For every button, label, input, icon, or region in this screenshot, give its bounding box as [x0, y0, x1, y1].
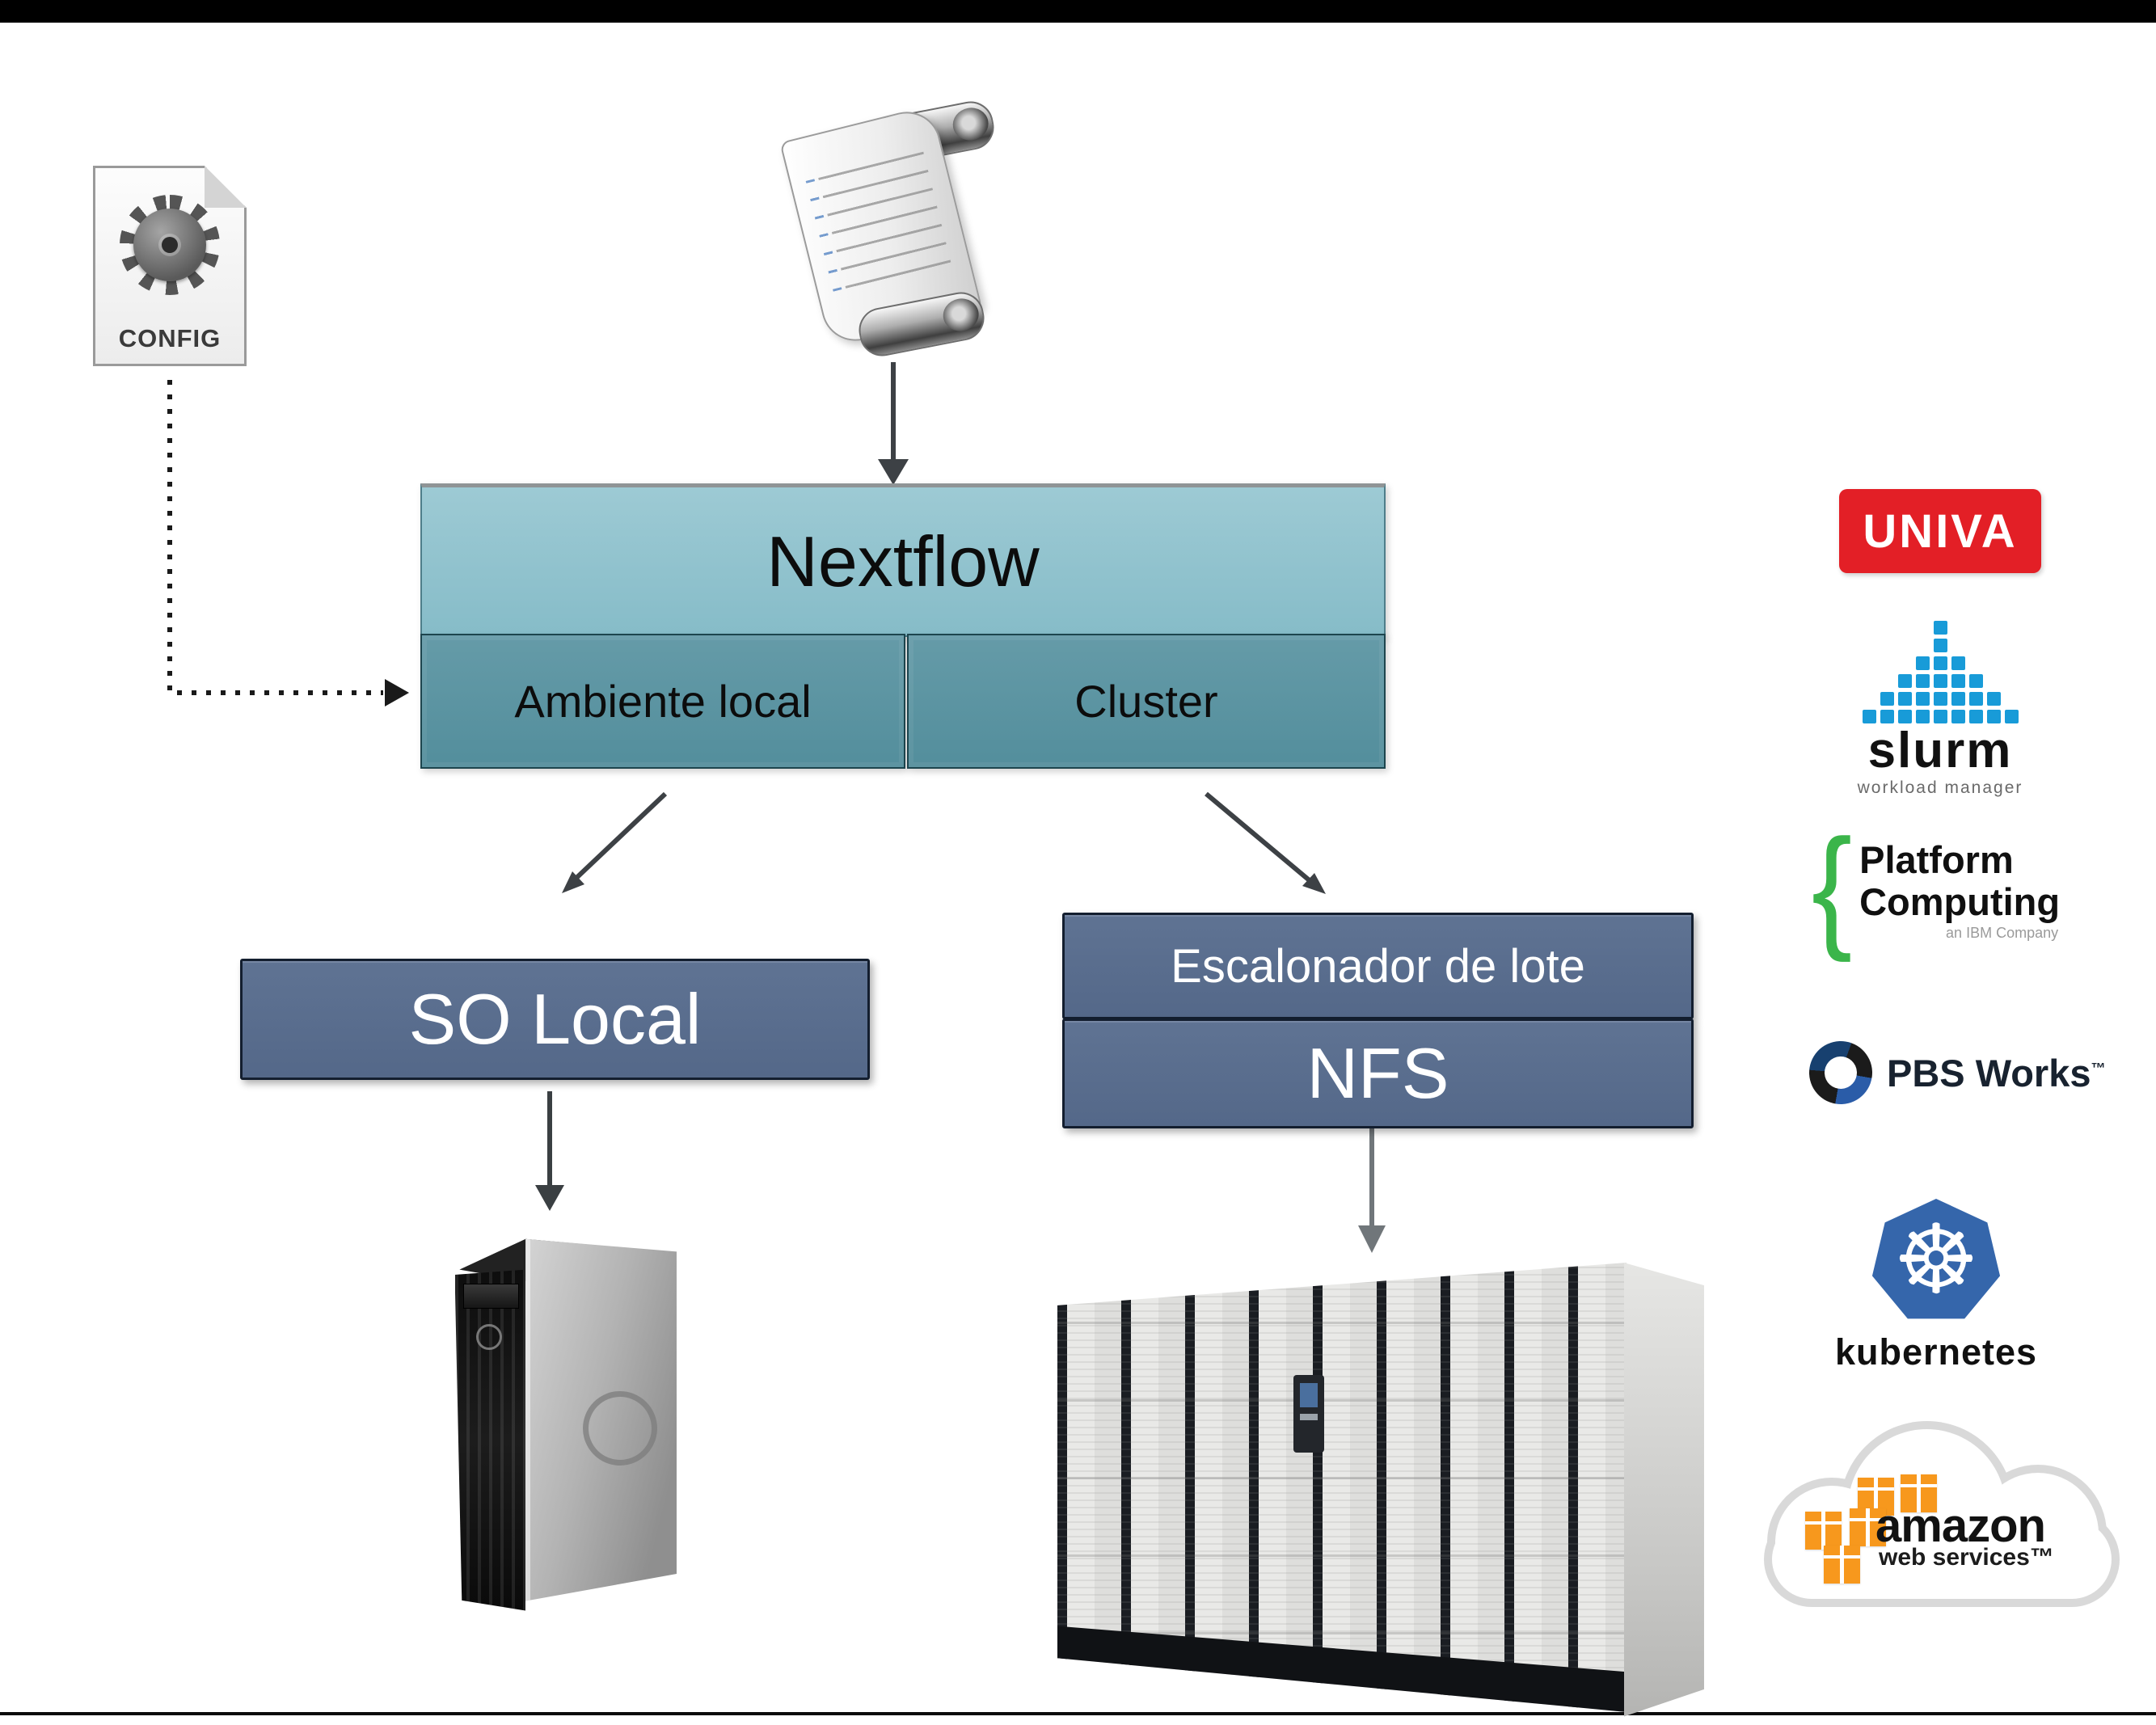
nextflow-box: Nextflow [420, 483, 1386, 637]
ambiente-local-box: Ambiente local [420, 634, 905, 769]
slurm-block-column [1933, 621, 1947, 723]
slurm-block [1897, 710, 1912, 723]
slurm-block [1951, 656, 1965, 670]
escalonador-box: Escalonador de lote [1062, 913, 1694, 1019]
aws-box-icon [1805, 1512, 1842, 1550]
kubernetes-heptagon-icon: ☸ [1871, 1199, 2001, 1319]
platform-tagline: an IBM Company [1946, 925, 2059, 941]
slurm-block [1933, 692, 1947, 706]
server-rack-image [1057, 1263, 1704, 1717]
aws-box-icon [1850, 1508, 1886, 1546]
slurm-block [1915, 674, 1930, 688]
slurm-block [1897, 674, 1912, 688]
slurm-tagline: workload manager [1857, 778, 2023, 797]
slurm-logo-text: slurm [1867, 723, 2013, 778]
slurm-block [1933, 621, 1947, 635]
pbs-works-logo-text: PBS Works™ [1887, 1051, 2106, 1095]
slurm-logo: slurm workload manager [1847, 618, 2033, 798]
kubernetes-logo: ☸ kubernetes [1819, 1199, 2053, 1373]
platform-logo-line2: Computing [1859, 880, 2061, 923]
rack-side-panel [1623, 1263, 1704, 1717]
slurm-block-column [2004, 710, 2019, 723]
slurm-block [2004, 710, 2019, 723]
ambiente-local-label: Ambiente local [514, 676, 812, 727]
dashed-connector-config-to-ambiente [167, 380, 409, 706]
kubernetes-logo-text: kubernetes [1834, 1331, 2038, 1373]
config-label: CONFIG [118, 324, 222, 352]
so-local-label: SO Local [408, 979, 702, 1059]
gear-icon [120, 195, 220, 295]
slurm-block-column [1897, 674, 1912, 723]
slurm-block-column [1862, 710, 1876, 723]
aws-logo-text: amazon [1875, 1499, 2046, 1552]
platform-computing-logo: { Platform Computing an IBM Company [1809, 811, 2079, 963]
slurm-block-column [1951, 656, 1965, 723]
slurm-block-column [1986, 692, 2001, 723]
pbs-works-swirl-icon [1800, 1032, 1881, 1113]
slurm-block [1915, 692, 1930, 706]
pbs-works-logo: PBS Works™ [1800, 1032, 2106, 1113]
config-file-icon: CONFIG [93, 166, 247, 366]
slurm-block [1968, 674, 1983, 688]
nfs-label: NFS [1306, 1033, 1449, 1113]
slurm-block [1951, 692, 1965, 706]
top-bar [0, 0, 2156, 23]
arrow-ambiente-to-solocal [562, 791, 668, 893]
slurm-block [1968, 692, 1983, 706]
slurm-block [1933, 674, 1947, 688]
slurm-block [1986, 710, 2001, 723]
slurm-block [1951, 674, 1965, 688]
kubernetes-wheel-icon: ☸ [1893, 1207, 1979, 1314]
arrow-cluster-to-escalonador [1205, 791, 1326, 894]
rack-base [1057, 1625, 1626, 1712]
workstation-side-panel [525, 1238, 677, 1601]
univa-logo: UNIVA [1839, 489, 2041, 573]
aws-logo: amazon web services™ [1761, 1415, 2126, 1630]
slurm-block [1968, 710, 1983, 723]
aws-box-icon [1901, 1474, 1937, 1512]
slurm-block [1915, 710, 1930, 723]
slurm-block [1880, 692, 1894, 706]
slurm-block-column [1968, 674, 1983, 723]
pbs-works-tm: ™ [2091, 1059, 2106, 1076]
slurm-block [1897, 692, 1912, 706]
nfs-box: NFS [1062, 1019, 1694, 1128]
slurm-block [1951, 710, 1965, 723]
slurm-block [1862, 710, 1876, 723]
arrow-nfs-to-rack [1358, 1125, 1386, 1253]
cluster-label: Cluster [1074, 676, 1218, 727]
pbs-works-name: PBS Works [1887, 1051, 2091, 1094]
arrow-solocal-to-workstation [535, 1091, 564, 1211]
so-local-box: SO Local [240, 959, 870, 1080]
rack-front-face [1057, 1263, 1626, 1712]
slurm-blocks-icon [1847, 618, 2033, 723]
escalonador-label: Escalonador de lote [1171, 939, 1585, 993]
cluster-box: Cluster [907, 634, 1386, 769]
aws-logo-subtext: web services™ [1879, 1544, 2054, 1571]
slurm-block [1933, 639, 1947, 652]
slurm-block [1915, 656, 1930, 670]
slurm-block [1880, 710, 1894, 723]
slurm-block [1933, 710, 1947, 723]
arrow-script-to-nextflow [878, 362, 909, 485]
slurm-block-column [1915, 656, 1930, 723]
slurm-block [1986, 692, 2001, 706]
slurm-block [1933, 656, 1947, 670]
platform-logo-line1: Platform [1859, 838, 2014, 881]
bottom-rule [0, 1712, 2156, 1715]
aws-box-icon [1824, 1546, 1860, 1584]
platform-brace-icon: { [1811, 811, 1853, 963]
nextflow-label: Nextflow [766, 521, 1040, 601]
slurm-block-column [1880, 692, 1894, 723]
rack-control-panel [1293, 1375, 1325, 1453]
gear-hub [162, 237, 178, 253]
workstation-image [441, 1235, 677, 1618]
workstation-front-panel [454, 1269, 526, 1611]
univa-logo-text: UNIVA [1863, 504, 2018, 558]
